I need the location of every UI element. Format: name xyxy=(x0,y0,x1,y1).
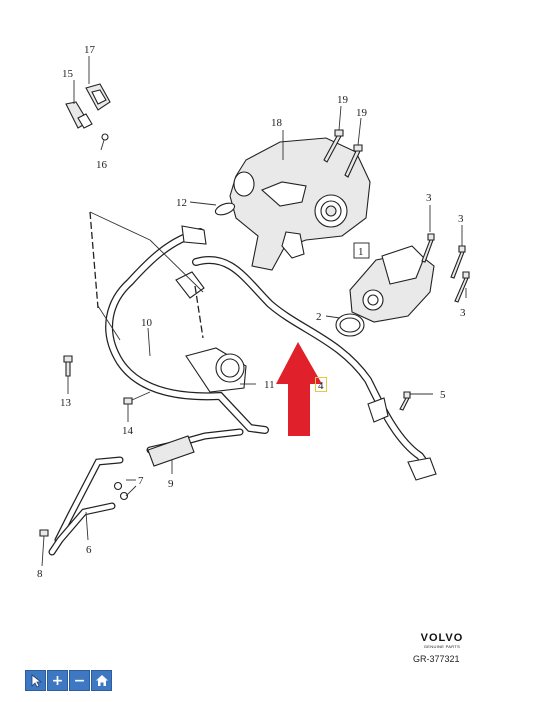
callout-2: 2 xyxy=(316,311,322,323)
callout-3c: 3 xyxy=(460,307,466,319)
callout-19a: 19 xyxy=(337,94,349,106)
home-icon xyxy=(95,675,108,686)
temperature-sensor-part xyxy=(65,83,111,141)
callout-12: 12 xyxy=(176,197,187,209)
red-arrow-indicator xyxy=(276,342,322,436)
callout-4: 4 xyxy=(318,380,324,392)
callout-11: 11 xyxy=(264,379,275,391)
zoom-in-button[interactable]: + xyxy=(47,670,68,691)
parts-diagram: 17 15 16 18 19 19 12 1 3 3 3 2 10 11 4 5… xyxy=(37,44,470,580)
brand-name: VOLVO xyxy=(420,632,464,644)
callout-19b: 19 xyxy=(356,107,368,119)
callout-8: 8 xyxy=(37,568,43,580)
bolt-19-parts xyxy=(323,129,363,178)
callout-14: 14 xyxy=(122,425,134,437)
callout-3a: 3 xyxy=(426,192,432,204)
callout-4-highlight xyxy=(315,377,327,392)
volvo-logo: VOLVO GENUINE PARTS xyxy=(414,632,470,650)
callout-7: 7 xyxy=(138,475,144,487)
bolt-5-part xyxy=(399,391,411,411)
callout-13: 13 xyxy=(60,397,72,409)
heater-pipe-part xyxy=(39,428,244,556)
part-1-box xyxy=(353,242,370,259)
zoom-in-icon: + xyxy=(51,672,64,689)
callout-3b: 3 xyxy=(458,213,464,225)
zoom-out-icon: − xyxy=(73,672,86,689)
callout-5: 5 xyxy=(440,389,446,401)
coolant-hose-part xyxy=(89,211,437,481)
callout-1: 1 xyxy=(358,246,364,258)
callout-10: 10 xyxy=(141,317,153,329)
callout-17: 17 xyxy=(84,44,96,56)
brand-subtitle: GENUINE PARTS xyxy=(423,644,461,649)
bolt-14-part xyxy=(123,397,133,405)
pump-housing-part xyxy=(214,137,371,271)
bolt-3-parts xyxy=(421,233,470,303)
callout-16: 16 xyxy=(96,159,108,171)
callout-6: 6 xyxy=(86,544,92,556)
bolt-13-part xyxy=(63,355,73,377)
home-button[interactable] xyxy=(91,670,112,691)
cursor-icon xyxy=(31,673,42,688)
zoom-out-button[interactable]: − xyxy=(69,670,90,691)
callout-9: 9 xyxy=(168,478,174,490)
diagram-reference: GR-377321 xyxy=(413,654,460,664)
water-pump-part xyxy=(335,245,435,337)
callout-18: 18 xyxy=(271,117,283,129)
cursor-button[interactable] xyxy=(25,670,46,691)
callout-15: 15 xyxy=(62,68,74,80)
zoom-toolbar: + − xyxy=(25,670,112,691)
